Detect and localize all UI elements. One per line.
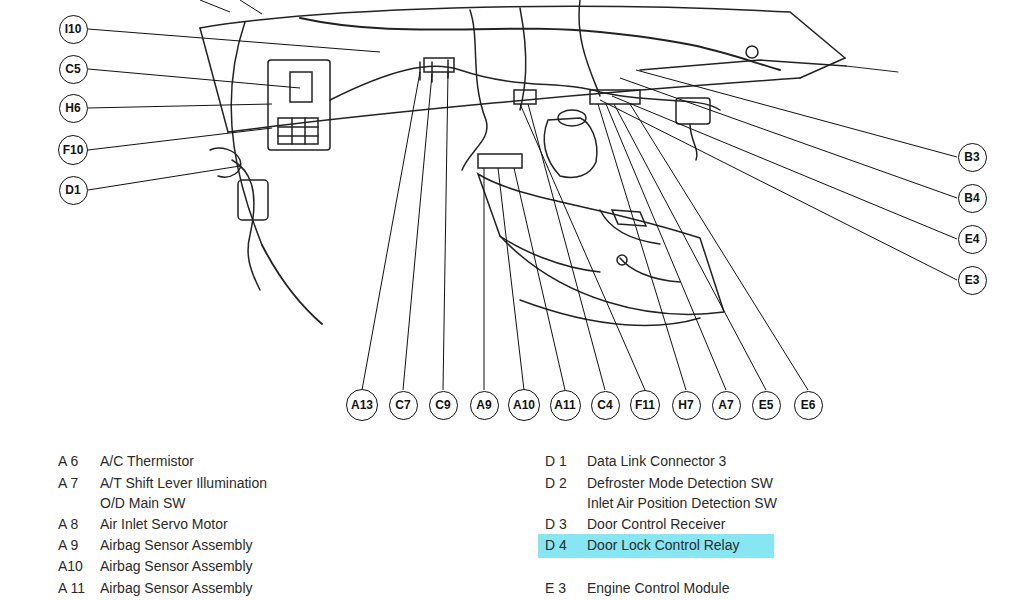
- connector-code: A 6: [58, 453, 78, 469]
- callout-number: E3: [965, 274, 980, 286]
- callout-circle: B4: [958, 184, 987, 213]
- callout-circle: E6: [794, 391, 823, 420]
- callout-number: F11: [635, 399, 655, 411]
- callout-circle: E5: [752, 391, 781, 420]
- callout-number: E6: [801, 399, 816, 411]
- part-name: Air Inlet Servo Motor: [100, 516, 228, 532]
- part-name: A/C Thermistor: [100, 453, 194, 469]
- connector-code: A 9: [58, 537, 78, 553]
- callout-number: A10: [513, 399, 535, 411]
- callout-circle: C5: [59, 55, 88, 84]
- callout-number: D1: [65, 184, 80, 196]
- callout-number: A11: [554, 399, 575, 411]
- callout-circle: E4: [958, 225, 987, 254]
- callout-number: E5: [759, 399, 774, 411]
- callout-circle: C4: [591, 391, 620, 420]
- part-name: Door Control Receiver: [587, 516, 726, 532]
- callout-circle: I10: [59, 15, 88, 44]
- callout-circle: B3: [958, 143, 987, 172]
- callout-circle: A13: [346, 389, 378, 421]
- callout-number: H6: [65, 102, 80, 114]
- callout-circle: E3: [958, 266, 987, 295]
- connector-code: E 3: [545, 580, 566, 596]
- callout-circle: H6: [59, 94, 88, 123]
- connector-code: D 4: [545, 537, 567, 553]
- callout-circle: F10: [58, 135, 88, 165]
- part-name: A/T Shift Lever Illumination: [100, 475, 267, 491]
- part-name: Door Lock Control Relay: [587, 537, 740, 553]
- callout-number: C7: [395, 399, 410, 411]
- part-name: Data Link Connector 3: [587, 453, 726, 469]
- callout-number: B4: [964, 192, 979, 204]
- part-name: Engine Control Module: [587, 580, 729, 596]
- part-name: Airbag Sensor Assembly: [100, 558, 253, 574]
- connector-code: D 3: [545, 516, 567, 532]
- callout-number: E4: [965, 233, 980, 245]
- part-name: Airbag Sensor Assembly: [100, 537, 253, 553]
- part-name: Defroster Mode Detection SW: [587, 475, 773, 491]
- callout-number: C9: [435, 399, 450, 411]
- callout-number: A13: [351, 399, 373, 411]
- callout-circle: F11: [630, 390, 660, 420]
- callout-circle: C7: [389, 391, 418, 420]
- connector-code: A 11: [58, 580, 85, 596]
- callout-circle: H7: [672, 391, 701, 420]
- connector-code: A10: [58, 558, 83, 574]
- connector-code: D 2: [545, 475, 567, 491]
- connector-code: D 1: [545, 453, 567, 469]
- part-name: Inlet Air Position Detection SW: [587, 495, 777, 511]
- connector-code: A 8: [58, 516, 78, 532]
- callout-number: F10: [63, 144, 84, 156]
- part-name: Airbag Sensor Assembly: [100, 580, 253, 596]
- callout-number: I10: [65, 23, 82, 35]
- leader-lines: [88, 0, 957, 390]
- connector-code: A 7: [58, 475, 78, 491]
- callout-number: A9: [476, 399, 491, 411]
- callout-number: A7: [718, 399, 733, 411]
- highlight-band: [538, 534, 774, 558]
- callout-circle: A11: [550, 390, 581, 421]
- part-name: O/D Main SW: [100, 495, 186, 511]
- callout-circle: C9: [429, 391, 458, 420]
- callout-number: B3: [964, 151, 979, 163]
- callout-circle: A9: [470, 391, 499, 420]
- callout-circle: D1: [59, 176, 88, 205]
- callout-number: H7: [678, 399, 693, 411]
- dashboard-drawing: [200, 0, 898, 325]
- callout-number: C5: [65, 63, 80, 75]
- callout-circle: A10: [508, 389, 540, 421]
- callout-circle: A7: [712, 391, 741, 420]
- callout-number: C4: [597, 399, 612, 411]
